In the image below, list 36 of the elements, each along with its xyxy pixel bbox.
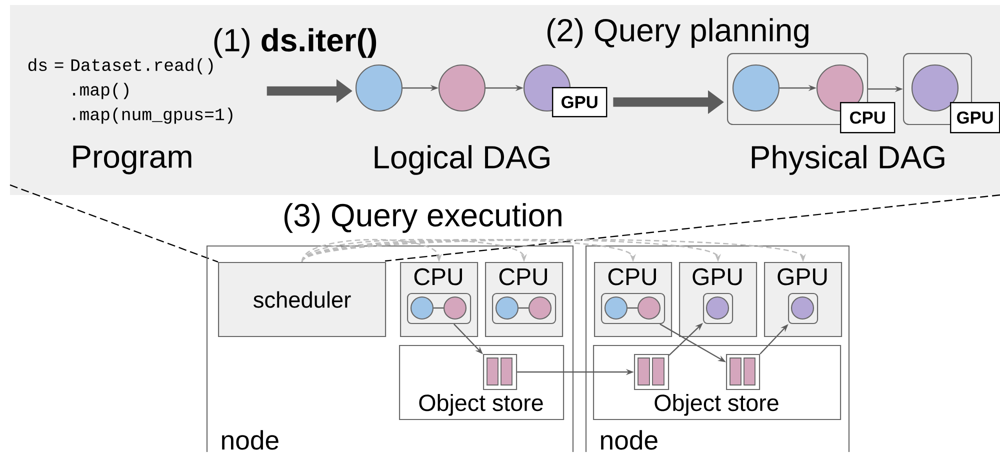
connector-line [628,307,638,309]
operator-circle [410,296,434,320]
operator-circle [443,296,467,320]
object-block [726,354,760,390]
scheduler-box: scheduler [218,262,386,338]
step-heading: (2) Query planning [547,18,808,48]
step-heading: (1) ds.iter() [214,28,376,58]
operator-circle [706,296,730,320]
operator-circle [637,296,661,320]
code-text: ds = Dataset.read() .map() .map(num_gpus=1) [28,58,232,124]
resource-badge: GPU [950,102,1000,134]
step-heading: (3) Query execution [284,203,562,233]
connector-line [518,307,528,309]
operator-circle [911,64,959,112]
object-store-box: Object store [399,345,564,420]
node-label: Program [73,146,192,174]
caption: Logical DAG [374,145,550,175]
operator-circle [528,296,552,320]
object-block [483,354,518,390]
dashed-arrow [302,238,721,262]
dashed-arrow [301,238,527,262]
operator-circle [732,64,780,112]
resource-badge: GPU [552,87,608,118]
operator-circle [355,64,403,112]
operator-circle [790,296,814,320]
dashed-arrow [302,238,636,262]
object-block [634,354,670,390]
operator-circle [604,296,628,320]
dashed-arrow [301,238,442,262]
operator-circle [495,296,519,320]
dashed-arrow [302,238,806,263]
resource-badge: CPU [840,102,896,134]
operator-circle [438,64,486,112]
connector-line [434,307,444,309]
caption: Physical DAG [752,145,944,175]
operator-circle [816,64,864,112]
